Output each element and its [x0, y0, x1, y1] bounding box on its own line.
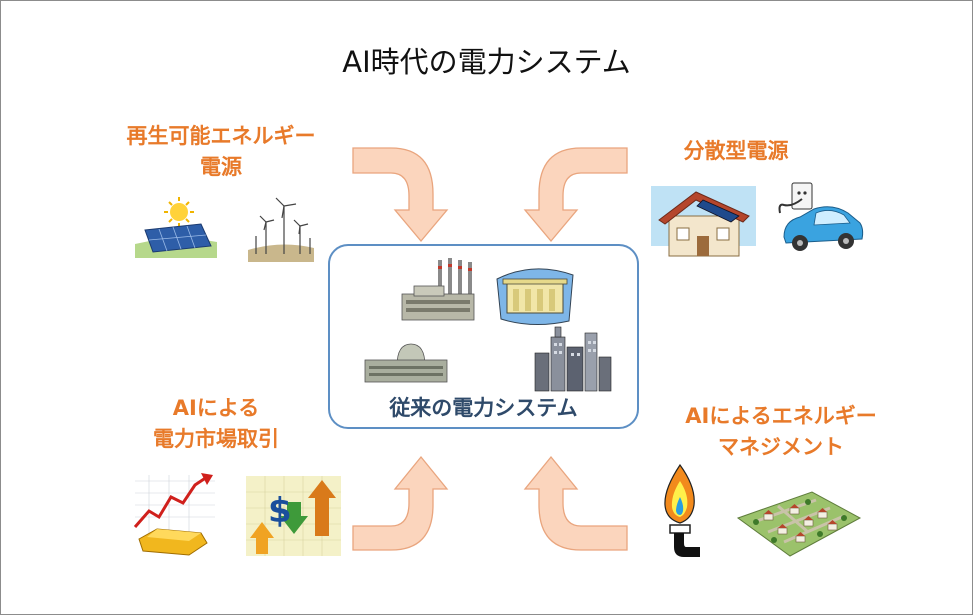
- dam-icon: [496, 268, 574, 326]
- town-map-icon: [736, 491, 862, 557]
- wind-turbine-icon: [248, 197, 314, 262]
- slide-title: AI時代の電力システム: [342, 45, 631, 79]
- management-label-line1: AIによるエネルギー: [685, 404, 877, 428]
- management-label-line2: マネジメント: [718, 435, 844, 459]
- market-label-line2: 電力市場取引: [153, 427, 279, 451]
- city-buildings-icon: [534, 326, 612, 392]
- distributed-label-line1: 分散型電源: [683, 139, 789, 163]
- distributed-label: 分散型電源: [651, 136, 821, 167]
- arrow-bottom-right: [523, 455, 628, 551]
- gas-flame-icon: [664, 463, 700, 557]
- market-label: AIによる 電力市場取引: [121, 393, 311, 455]
- electric-car-icon: [778, 182, 864, 251]
- arrow-top-left: [352, 147, 449, 243]
- arrow-top-right: [523, 147, 628, 243]
- management-label: AIによるエネルギー マネジメント: [656, 401, 906, 463]
- arrow-bottom-left: [352, 455, 449, 551]
- renewable-label-line2: 電源: [200, 155, 242, 179]
- solar-panel-icon: [135, 197, 217, 258]
- nuclear-plant-icon: [364, 343, 448, 383]
- gold-chart-icon: [133, 473, 215, 556]
- center-label: 従来の電力システム: [389, 396, 578, 420]
- dollar-arrows-icon: $: [246, 476, 341, 556]
- renewable-label: 再生可能エネルギー 電源: [101, 121, 341, 183]
- power-plant-icon: [401, 258, 475, 321]
- svg-text:$: $: [268, 491, 292, 531]
- renewable-label-line1: 再生可能エネルギー: [126, 124, 316, 148]
- solar-house-icon: [651, 186, 756, 257]
- market-label-line1: AIによる: [172, 396, 260, 420]
